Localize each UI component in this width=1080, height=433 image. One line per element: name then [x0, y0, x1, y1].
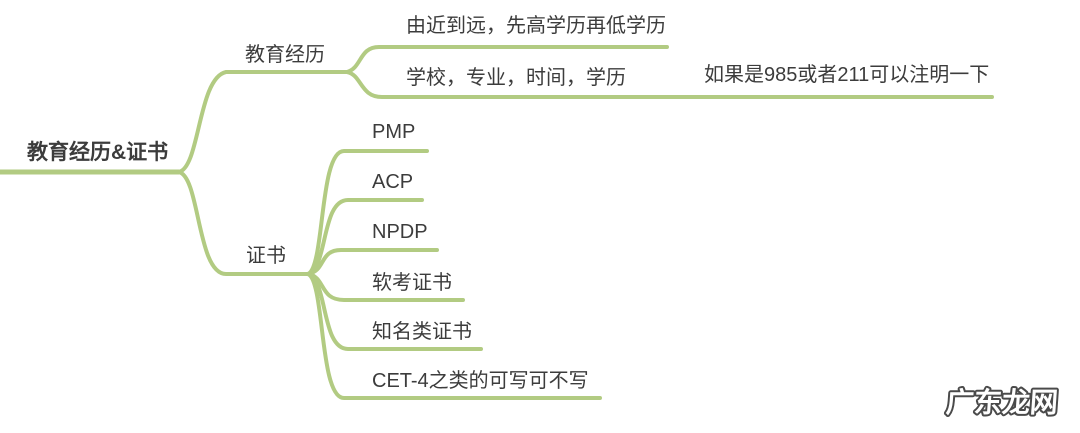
node-cet4[interactable]: CET-4之类的可写可不写 [372, 370, 589, 392]
branch-line-pmp [306, 149, 429, 276]
branch-line-acp [306, 198, 424, 276]
node-education[interactable]: 教育经历 [245, 44, 325, 66]
branch-line-education [177, 70, 349, 174]
node-acp[interactable]: ACP [372, 171, 414, 193]
branch-line-order [345, 45, 669, 74]
watermark: 广东龙网 [943, 384, 1061, 420]
node-certificates[interactable]: 证书 [246, 245, 286, 267]
branch-line-certificates [177, 170, 310, 276]
watermark-text: 广东龙网 [945, 386, 1059, 418]
node-ruankao[interactable]: 软考证书 [372, 272, 452, 294]
node-pmp[interactable]: PMP [372, 121, 416, 143]
node-education-order[interactable]: 由近到远，先高学历再低学历 [406, 15, 666, 37]
branch-line-cet4 [306, 272, 602, 400]
branch-line-school-info [345, 70, 994, 99]
branch-line-npdp [306, 248, 439, 276]
node-npdp[interactable]: NPDP [372, 221, 428, 243]
node-school-info[interactable]: 学校，专业，时间，学历 [406, 67, 626, 89]
node-root[interactable]: 教育经历&证书 [27, 141, 169, 164]
node-well-known-certs[interactable]: 知名类证书 [372, 321, 472, 343]
node-985-211-note[interactable]: 如果是985或者211可以注明一下 [704, 64, 990, 86]
